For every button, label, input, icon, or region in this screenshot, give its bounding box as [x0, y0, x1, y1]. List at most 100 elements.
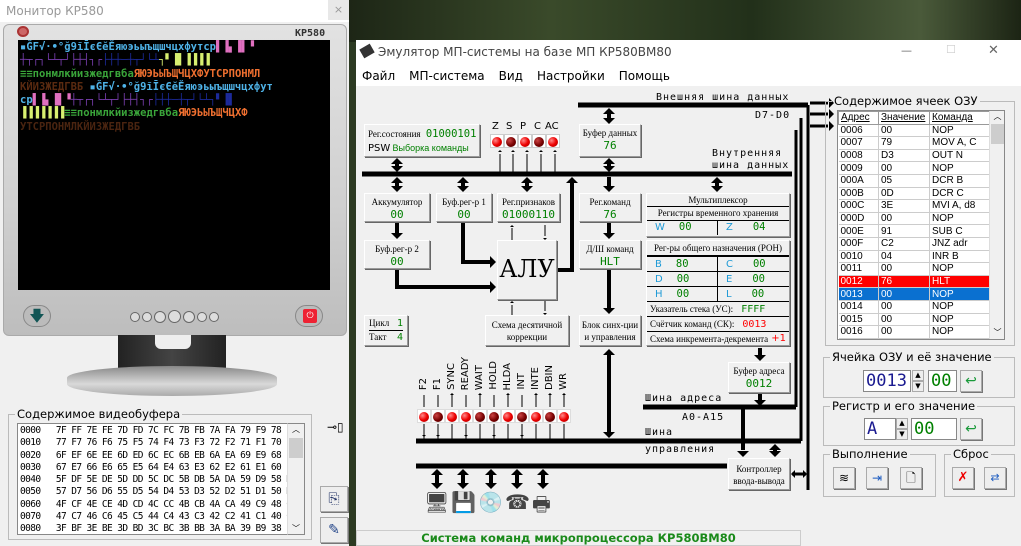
register-down[interactable]: ▼ — [896, 429, 908, 440]
decimal-correction-l1: Схема десятичной — [491, 320, 563, 330]
printer-icon[interactable]: 🖶 — [532, 492, 551, 516]
step-into-icon: ⇥ — [871, 471, 883, 485]
signal-led-cell — [459, 409, 473, 423]
ram-column-header[interactable]: Адрес — [838, 111, 879, 125]
screen-text: ┼┬┌┐└┴┬┘├┼┤┐┌ — [20, 54, 103, 67]
flag-led — [548, 137, 558, 147]
ram-address: 0014 — [838, 300, 879, 314]
cycle-label: Цикл — [369, 318, 390, 328]
menu-view[interactable]: Вид — [498, 69, 523, 83]
arrowhead — [769, 451, 781, 457]
ram-scrollbar[interactable]: ︿ ﹀ — [989, 111, 1004, 339]
cell-address-down[interactable]: ▼ — [912, 381, 924, 392]
signal-led — [517, 412, 527, 422]
data-buffer-label: Буфер данных — [582, 128, 638, 138]
register-edit-label: Регистр и его значение — [832, 399, 976, 413]
io-devices: 🖥💾💿☎🖶 — [424, 490, 569, 520]
return-arrow-icon: ↩ — [965, 421, 977, 437]
reg-b-value: 80 — [675, 258, 689, 270]
cell-apply-button[interactable]: ↩ — [960, 370, 982, 392]
maximize-button[interactable]: ☐ — [946, 43, 956, 56]
signal-led-cell — [501, 409, 515, 423]
ram-address: 000F — [838, 237, 879, 251]
close-button[interactable]: ✕ — [988, 43, 999, 58]
tact-button[interactable]: 🗋 — [900, 467, 922, 489]
phone-icon[interactable]: ☎ — [505, 490, 530, 514]
register-apply-button[interactable]: ↩ — [960, 418, 982, 440]
videobuffer-scrollbar[interactable]: ︿ ﹀ — [287, 423, 305, 535]
arrowhead — [711, 177, 723, 183]
inc-dec-label: Схема инкремента-декремента — [650, 334, 769, 344]
signal-led-cell — [473, 409, 487, 423]
arrowhead — [457, 177, 469, 183]
signal-led-cell — [529, 409, 543, 423]
ram-command: MVI A, d8 — [929, 199, 990, 213]
menu-help[interactable]: Помощь — [618, 69, 670, 83]
menu-settings[interactable]: Настройки — [536, 69, 605, 83]
reg-c-value: 00 — [752, 258, 766, 270]
monitor-base — [67, 366, 277, 396]
download-button[interactable]: 🡇 — [23, 305, 51, 327]
stack-pointer-label: Указатель стека (УС): — [650, 304, 734, 314]
cell-address-up[interactable]: ▲ — [912, 370, 924, 381]
close-button[interactable]: × — [328, 0, 349, 20]
ram-column-header[interactable]: Значение — [878, 111, 930, 125]
reset-memory-button[interactable]: ✗ — [952, 467, 974, 489]
register-up[interactable]: ▲ — [896, 418, 908, 429]
run-button[interactable]: ≋ — [833, 467, 855, 489]
cycle-tact: Цикл 1 Такт 4 — [364, 315, 408, 346]
reg-d-value: 00 — [676, 273, 690, 285]
videobuffer-list[interactable]: 0000 7F FF 7E FE 7D FD 7C FC 7B FB 7A FA… — [17, 423, 287, 535]
monitor-icon[interactable]: 🖥 — [424, 490, 450, 514]
alu: АЛУ — [497, 240, 557, 300]
disk-drive-icon[interactable]: 💾 — [451, 490, 476, 514]
arrowhead — [485, 469, 497, 475]
ext-bus-bits: D7-D0 — [755, 110, 791, 121]
step-button[interactable]: ⇥ — [866, 467, 888, 489]
register-value-input[interactable]: 00 — [911, 418, 957, 440]
clear-buffer-button[interactable]: ✎ — [320, 517, 348, 543]
minimize-button[interactable]: — — [901, 44, 912, 57]
ram-command: DCR C — [929, 187, 990, 201]
reg-l-value: 00 — [751, 288, 765, 300]
cell-address-input[interactable]: 0013 — [863, 370, 911, 392]
menu-system[interactable]: МП-система — [409, 69, 485, 83]
power-button[interactable]: ⏻ — [295, 305, 323, 327]
flag-led-cell — [518, 134, 532, 148]
command-decoder-label: Д/Ш команд — [586, 244, 634, 254]
screen-line: ср▌▐▖▐▌▝┼┬┌┐└┴┬┘├┼┤┐┌├┼┼─┼┬┘└┴┐▘▐▌ — [20, 94, 328, 107]
cd-drive-icon[interactable]: 💿 — [478, 490, 503, 514]
ram-value: 00 — [878, 300, 930, 314]
flag-label: AC — [545, 121, 559, 132]
status-register-label: Рег.состояния — [368, 129, 421, 139]
menu-file[interactable]: Файл — [362, 69, 396, 83]
register-select[interactable]: A — [864, 418, 896, 440]
pin-icon[interactable]: ⊸▯ — [327, 420, 344, 434]
cell-value-input[interactable]: 00 — [928, 370, 957, 392]
ram-column-header[interactable]: Команда — [929, 111, 990, 125]
reset-cpu-button[interactable]: ⇄ — [984, 467, 1006, 489]
export-buffer-button[interactable]: ⎘ — [320, 486, 348, 512]
instruction-set-bar[interactable]: Система команд микропроцессора КР580ВМ80 — [356, 530, 801, 546]
arrowhead — [537, 483, 549, 489]
ram-address: 0008 — [838, 149, 879, 163]
